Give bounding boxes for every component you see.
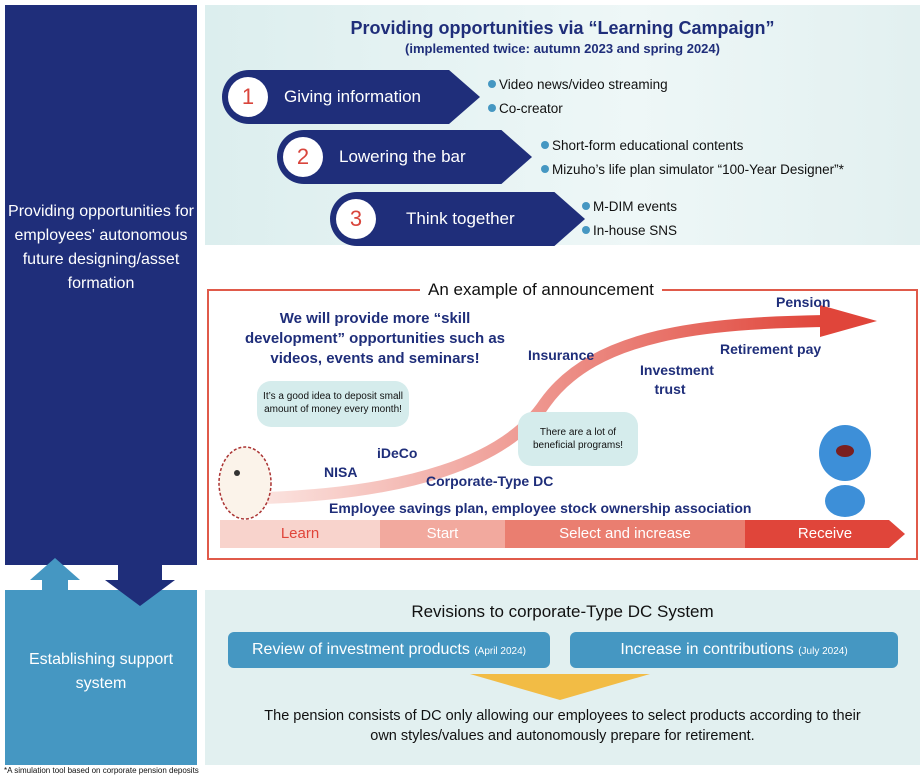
- campaign-title: Providing opportunities via “Learning Ca…: [350, 18, 775, 38]
- step-number: 2: [283, 137, 323, 177]
- step-3: 3 Think together: [330, 192, 585, 246]
- label-retirement-pay: Retirement pay: [720, 341, 822, 357]
- label-insurance: Insurance: [528, 347, 595, 363]
- label-pension: Pension: [776, 294, 831, 310]
- speech-bubble-left: It’s a good idea to deposit small amount…: [257, 381, 409, 427]
- label-nisa: NISA: [324, 464, 358, 480]
- step-1: 1 Giving information: [222, 70, 480, 124]
- label-ideco: iDeCo: [377, 445, 418, 461]
- label-savings-plan: Employee savings plan, employee stock ow…: [329, 500, 752, 516]
- revisions-title: Revisions to corporate-Type DC System: [411, 602, 714, 621]
- revision-date: (April 2024): [474, 646, 527, 657]
- step-label: Giving information: [284, 87, 422, 106]
- stage-receive: Receive: [745, 520, 905, 548]
- revision-date: (July 2024): [798, 646, 848, 657]
- revision-investment-products: Review of investment products (April 202…: [228, 632, 550, 668]
- revision-contributions: Increase in contributions (July 2024): [570, 632, 898, 668]
- step-label: Lowering the bar: [339, 147, 466, 166]
- footnote: *A simulation tool based on corporate pe…: [4, 766, 199, 775]
- stage-select-increase: Select and increase: [505, 520, 745, 548]
- campaign-subtitle: (implemented twice: autumn 2023 and spri…: [405, 41, 720, 56]
- growth-curve-arrow-icon: [218, 305, 877, 520]
- step-item: In-house SNS: [582, 223, 677, 238]
- left-panel-opportunities-label: Providing opportunities for employees' a…: [8, 203, 194, 292]
- step-item: Co-creator: [488, 101, 563, 116]
- left-panel-opportunities: [5, 5, 197, 565]
- step-2: 2 Lowering the bar: [277, 130, 532, 184]
- step-item: Mizuho’s life plan simulator “100-Year D…: [541, 162, 844, 177]
- label-corporate-dc: Corporate-Type DC: [426, 473, 554, 489]
- left-panel-support-label: Establishing support system: [28, 651, 174, 692]
- announcement-title: An example of announcement: [420, 280, 662, 300]
- step-item: Short-form educational contents: [541, 138, 743, 153]
- revision-label: Increase in contributions: [620, 641, 794, 658]
- step-number: 3: [336, 199, 376, 239]
- step-label: Think together: [406, 209, 515, 228]
- label-investment-trust: Investment trust: [640, 362, 714, 397]
- revisions-conclusion: The pension consists of DC only allowing…: [264, 708, 861, 744]
- announcement-headline: We will provide more “skill development”…: [244, 310, 506, 367]
- stage-learn: Learn: [220, 520, 380, 548]
- speech-bubble-right: There are a lot of beneficial programs!: [518, 412, 638, 466]
- revision-label: Review of investment products: [251, 641, 470, 658]
- left-panel-support: [5, 590, 197, 765]
- cycle-arrows-icon: [30, 558, 175, 606]
- step-item: Video news/video streaming: [488, 77, 668, 92]
- stage-start: Start: [380, 520, 505, 548]
- step-number: 1: [228, 77, 268, 117]
- step-item: M-DIM events: [582, 199, 677, 214]
- down-arrow-icon: [470, 674, 650, 700]
